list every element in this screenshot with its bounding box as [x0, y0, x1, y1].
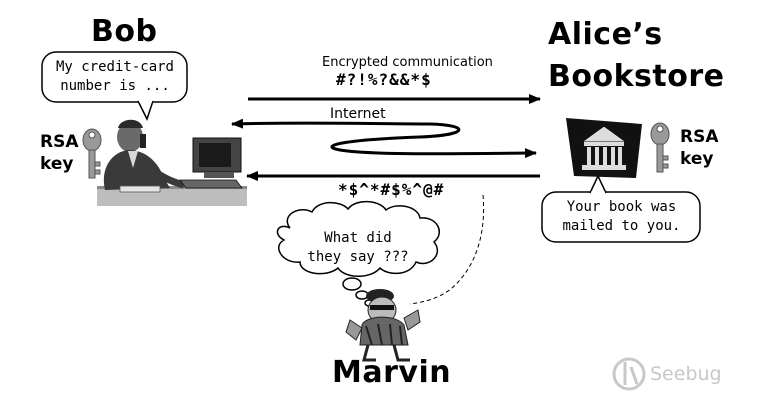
alice-key-label: RSA key	[680, 127, 719, 169]
marvin-thought-cloud	[276, 200, 440, 307]
marvin-thought-text: What did they say ???	[307, 230, 409, 265]
seebug-logo-icon	[612, 357, 646, 391]
cipher-text-bottom: *$^*#$%^@#	[338, 180, 445, 199]
arrow-internet-to-bob	[231, 118, 431, 129]
bob-key-label: RSA key	[40, 132, 79, 174]
bookstore-building-icon	[566, 118, 642, 178]
alice-title-line1: Alice’s	[548, 17, 663, 52]
internet-label: Internet	[330, 106, 386, 122]
alice-key-icon	[650, 122, 670, 173]
encrypted-caption: Encrypted communication	[322, 55, 493, 70]
marvin-title: Marvin	[332, 355, 452, 390]
bob-desk-illustration	[97, 119, 247, 206]
arrow-internet-wave	[330, 122, 537, 159]
alice-speech-text: Your book was mailed to you.	[562, 199, 681, 234]
seebug-watermark: Seebug	[650, 363, 722, 385]
alice-title-line2: Bookstore	[548, 59, 725, 94]
cipher-text-top: #?!%?&&*$	[336, 70, 432, 89]
alice-speech-bubble	[541, 174, 701, 243]
bob-title: Bob	[91, 14, 158, 49]
marvin-spy-illustration	[345, 289, 421, 362]
bob-speech-text: My credit-card number is ...	[55, 59, 174, 94]
bob-speech-bubble	[41, 51, 188, 121]
bob-key-icon	[82, 128, 102, 179]
